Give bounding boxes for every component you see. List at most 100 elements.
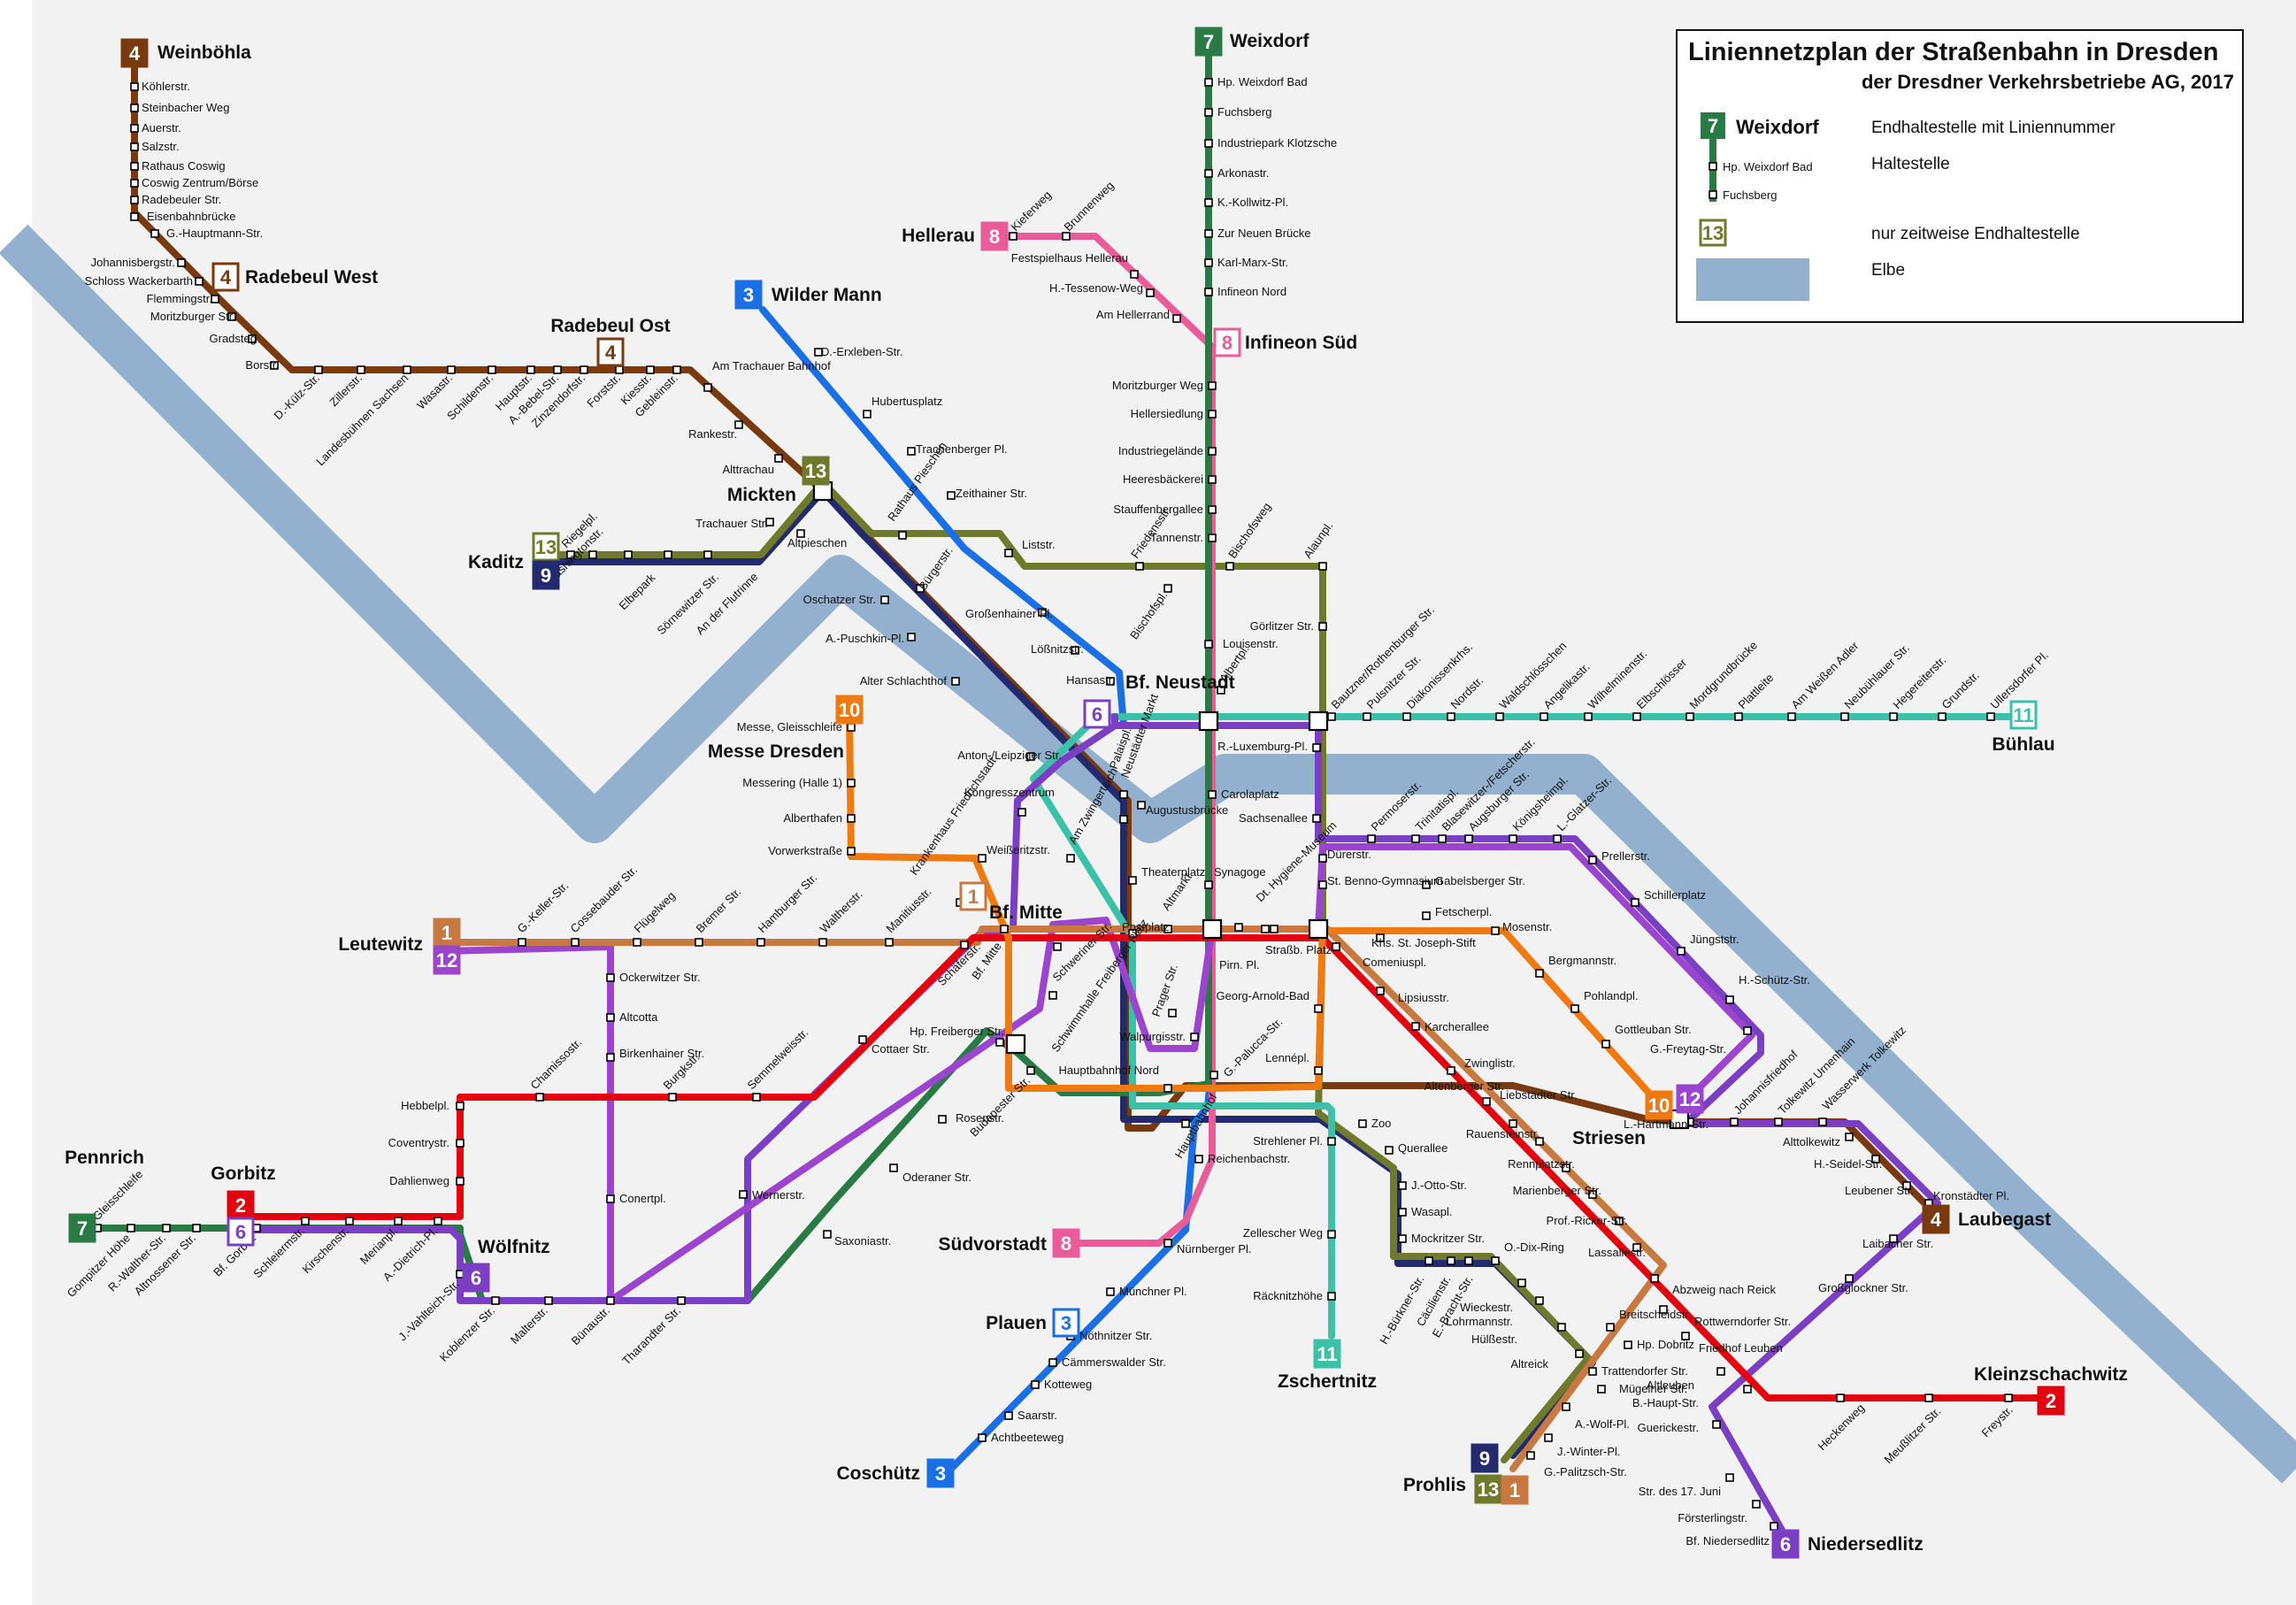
tram-stop[interactable] [1575,1349,1584,1358]
tram-stop[interactable] [1464,834,1473,843]
tram-stop[interactable] [1424,1256,1433,1265]
tram-stop[interactable] [1631,898,1639,907]
tram-stop[interactable] [1318,880,1327,889]
tram-stop[interactable] [526,365,535,374]
tram-stop[interactable] [150,229,159,238]
tram-stop[interactable] [1318,854,1327,863]
tram-stop[interactable] [1048,991,1057,1000]
interchange-hub[interactable] [1198,710,1219,732]
tram-stop[interactable] [580,365,588,374]
interchange-hub[interactable] [1308,918,1329,940]
tram-stop[interactable] [394,1217,403,1225]
tram-stop[interactable] [1770,1522,1778,1531]
tram-stop[interactable] [1398,1181,1407,1190]
tram-stop[interactable] [1168,1009,1177,1018]
tram-stop[interactable] [1712,1420,1721,1429]
tram-stop[interactable] [668,1093,677,1102]
tram-stop[interactable] [907,447,916,456]
tram-stop[interactable] [1544,1433,1553,1442]
tram-stop[interactable] [1026,752,1035,761]
tram-stop[interactable] [1106,677,1115,686]
tram-stop[interactable] [1066,854,1075,863]
tram-stop[interactable] [1535,969,1544,978]
tram-stop[interactable] [1526,1451,1535,1460]
tram-stop[interactable] [978,854,987,863]
tram-stop[interactable] [734,420,743,429]
tram-stop[interactable] [695,938,703,947]
tram-stop[interactable] [195,277,203,286]
tram-stop[interactable] [1588,1190,1597,1199]
tram-stop[interactable] [615,365,624,374]
tram-stop[interactable] [1048,1358,1057,1367]
tram-stop[interactable] [814,348,823,357]
tram-stop[interactable] [571,938,580,947]
tram-stop[interactable] [823,1230,832,1239]
tram-stop[interactable] [907,633,916,641]
tram-stop[interactable] [211,295,219,303]
tram-stop[interactable] [1570,1004,1579,1013]
tram-stop[interactable] [1204,229,1213,238]
tram-stop[interactable] [270,361,279,370]
tram-stop[interactable] [1725,1473,1734,1482]
tram-stop[interactable] [1447,1066,1455,1075]
tram-stop[interactable] [1038,608,1047,617]
tram-stop[interactable] [456,1102,465,1110]
tram-stop[interactable] [491,1296,500,1305]
tram-stop[interactable] [1889,1234,1898,1243]
tram-stop[interactable] [1588,1367,1597,1376]
tram-stop[interactable] [1818,1117,1827,1126]
tram-stop[interactable] [127,1224,135,1233]
tram-stop[interactable] [1208,790,1217,799]
tram-stop[interactable] [978,1433,987,1442]
tram-stop[interactable] [1686,712,1694,721]
tram-stop[interactable] [301,1217,310,1225]
tram-stop[interactable] [1601,1040,1610,1048]
tram-stop[interactable] [130,162,139,171]
tram-stop[interactable] [130,82,139,91]
tram-stop[interactable] [1889,712,1898,721]
tram-stop[interactable] [1491,1256,1500,1265]
tram-stop[interactable] [898,531,907,540]
tram-stop[interactable] [1208,381,1217,390]
tram-stop[interactable] [1318,562,1327,571]
tram-stop[interactable] [1209,1071,1218,1079]
tram-stop[interactable] [1017,808,1026,817]
tram-stop[interactable] [1557,1323,1566,1332]
tram-stop[interactable] [566,550,575,559]
tram-stop[interactable] [916,584,925,593]
tram-stop[interactable] [606,1053,615,1062]
tram-stop[interactable] [1327,1137,1336,1146]
tram-stop[interactable] [1312,743,1321,752]
tram-stop[interactable] [863,410,872,419]
tram-stop[interactable] [1312,814,1321,823]
tram-stop[interactable] [1004,549,1013,557]
tram-stop[interactable] [553,365,562,374]
tram-stop[interactable] [1208,534,1217,542]
tram-stop[interactable] [1208,410,1217,419]
tram-stop[interactable] [1208,447,1217,456]
tram-stop[interactable] [357,365,365,374]
tram-stop[interactable] [130,179,139,188]
tram-stop[interactable] [1730,1117,1739,1126]
terminus-13[interactable]: 13 [1474,1474,1502,1504]
tram-stop[interactable] [177,258,186,267]
tram-stop[interactable] [1482,1097,1491,1106]
tram-stop[interactable] [1062,232,1071,241]
tram-stop[interactable] [1376,933,1385,942]
tram-stop[interactable] [1438,834,1447,843]
tram-stop[interactable] [1774,1117,1783,1126]
tram-stop[interactable] [1871,1155,1880,1163]
tram-stop[interactable] [1606,1323,1615,1332]
tram-stop[interactable] [1234,923,1243,932]
tram-stop[interactable] [847,723,856,732]
tram-stop[interactable] [1398,1208,1407,1217]
tram-stop[interactable] [1318,622,1327,631]
